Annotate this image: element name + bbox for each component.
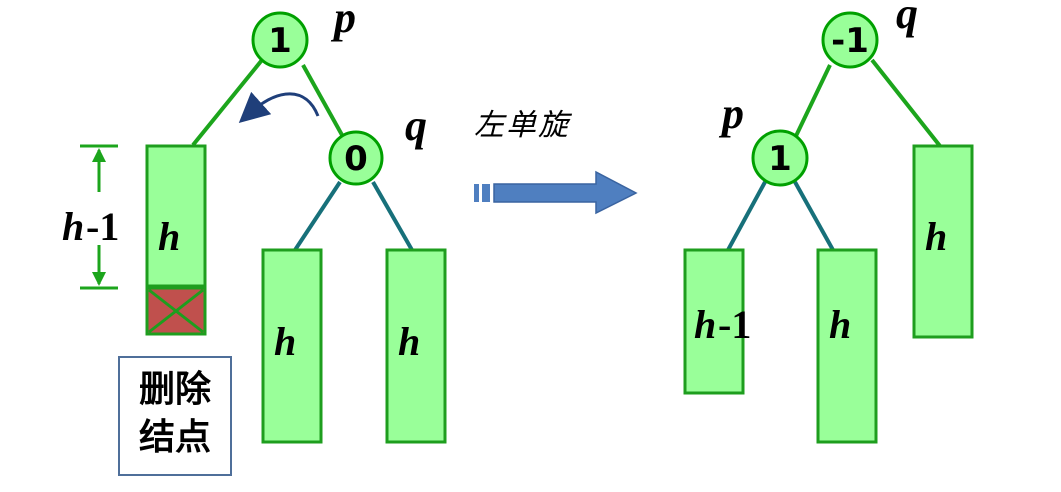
node-p-after: 1 — [751, 129, 809, 187]
edge-p-left-after — [726, 181, 767, 251]
pointer-q-before: q — [405, 101, 427, 150]
subtree-after-left-left-var: h — [694, 302, 716, 347]
subtree-left — [145, 144, 207, 288]
subtree-left-label: h — [158, 214, 180, 259]
height-dim-var: h — [62, 204, 84, 249]
node-p-before: 1 — [251, 11, 309, 69]
node-p-before-value: 1 — [268, 21, 292, 61]
node-p-after-value: 1 — [768, 139, 792, 179]
subtree-after-left-right-label: h — [829, 302, 851, 347]
edge-p-left — [191, 58, 264, 147]
subtree-after-left-left-suffix: -1 — [718, 302, 751, 347]
operation-label: 左单旋 — [474, 108, 570, 143]
subtree-after-left-left — [683, 248, 745, 395]
height-dim-suffix: -1 — [86, 204, 119, 249]
subtree-q-right — [385, 248, 447, 444]
delete-node-note: 删除 结点 — [118, 356, 232, 476]
delete-note-line2: 结点 — [138, 417, 211, 458]
edge-p-q — [301, 64, 344, 136]
pointer-p-after: p — [718, 89, 744, 138]
subtree-after-right-label: h — [925, 214, 947, 259]
delete-note-line1: 删除 — [138, 369, 211, 410]
node-q-before-value: 0 — [344, 139, 368, 179]
edge-q-right — [371, 181, 414, 251]
deleted-node-cell — [145, 286, 207, 336]
edge-q-right-after — [870, 58, 942, 148]
subtree-q-left-label: h — [274, 319, 296, 364]
pointer-p-before: p — [330, 0, 356, 42]
subtree-q-right-label: h — [398, 319, 420, 364]
node-q-after-value: -1 — [831, 21, 869, 61]
node-q-after: -1 — [821, 11, 879, 69]
subtree-after-right — [912, 144, 974, 339]
subtree-q-left — [261, 248, 323, 444]
height-dimension — [80, 144, 118, 290]
edge-q-left — [293, 180, 342, 252]
edge-p-right-after — [793, 181, 835, 251]
pointer-q-after: q — [896, 0, 918, 38]
rotation-curve-arrow — [238, 91, 320, 123]
subtree-after-left-right — [816, 248, 878, 444]
node-q-before: 0 — [328, 130, 384, 186]
edge-q-p-after — [793, 64, 832, 139]
transform-arrow — [474, 170, 638, 215]
